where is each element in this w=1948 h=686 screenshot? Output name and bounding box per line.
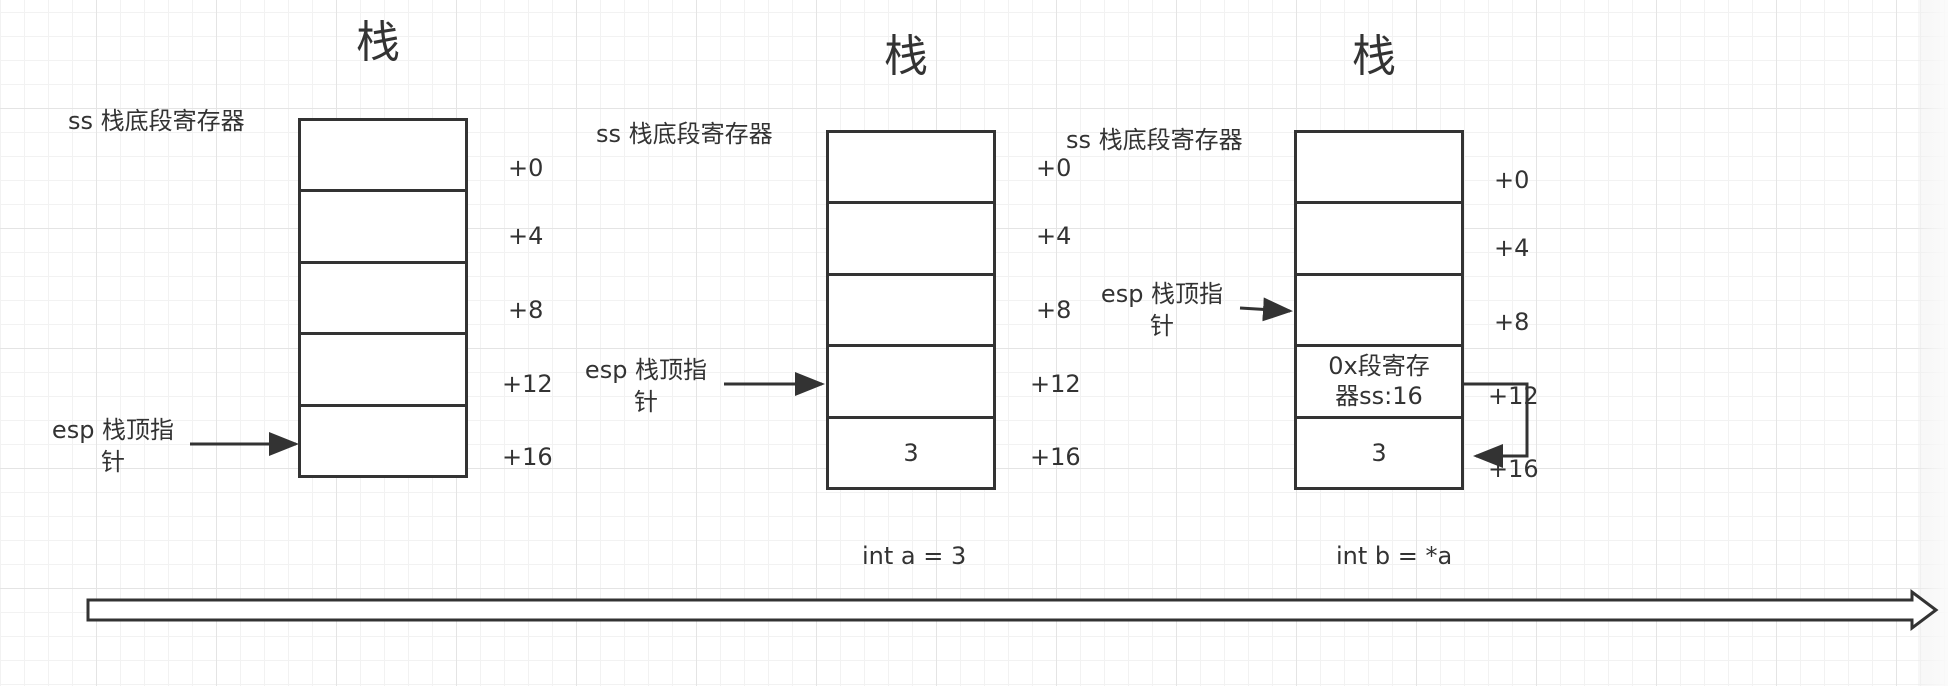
offset-label: +8: [1036, 296, 1072, 324]
offset-label: +12: [1488, 382, 1539, 410]
stack-title: 栈: [356, 17, 400, 68]
esp-pointer-label: esp 栈顶指 针: [571, 354, 721, 418]
stack-box[interactable]: [298, 118, 468, 478]
pointer-reference-arrow: [1464, 382, 1529, 468]
esp-label-line2: 针: [634, 388, 658, 416]
esp-arrow: [1239, 297, 1293, 322]
offset-label: +0: [508, 154, 544, 182]
code-caption: int a = 3: [862, 542, 967, 570]
stack-slot[interactable]: [301, 189, 465, 260]
canvas-edge-shade: [1918, 0, 1948, 686]
stack-slot[interactable]: [301, 403, 465, 475]
stack-slot[interactable]: [1297, 272, 1461, 344]
stack-slot[interactable]: [829, 272, 993, 344]
stack-slot[interactable]: 0x段寄存 器ss:16: [1297, 344, 1461, 415]
stack-slot[interactable]: 3: [1297, 415, 1461, 487]
offset-label: +8: [1494, 308, 1530, 336]
stack-slot[interactable]: [829, 201, 993, 272]
esp-label-line1: esp 栈顶指: [1100, 280, 1224, 308]
offset-label: +0: [1494, 166, 1530, 194]
code-caption: int b = *a: [1336, 542, 1453, 570]
offset-label: +0: [1036, 154, 1072, 182]
stack-slot[interactable]: [1297, 201, 1461, 272]
ss-register-label: ss 栈底段寄存器: [596, 120, 773, 148]
esp-label-line2: 针: [1150, 312, 1174, 340]
offset-label: +8: [508, 296, 544, 324]
stack-slot[interactable]: [829, 344, 993, 415]
esp-label-line2: 针: [101, 448, 125, 476]
offset-label: +4: [508, 222, 544, 250]
offset-label: +12: [502, 370, 553, 398]
timeline-arrow: [86, 589, 1939, 631]
offset-label: +4: [1036, 222, 1072, 250]
esp-pointer-label: esp 栈顶指 针: [38, 414, 188, 478]
offset-label: +4: [1494, 234, 1530, 262]
offset-label: +16: [502, 443, 553, 471]
esp-label-line1: esp 栈顶指: [51, 416, 175, 444]
stack-box[interactable]: 3: [826, 130, 996, 490]
ss-register-label: ss 栈底段寄存器: [1066, 126, 1243, 154]
stack-box[interactable]: 0x段寄存 器ss:16 3: [1294, 130, 1464, 490]
ss-register-label: ss 栈底段寄存器: [68, 107, 245, 135]
stack-slot[interactable]: [301, 332, 465, 403]
stack-slot[interactable]: [301, 260, 465, 332]
stack-title: 栈: [884, 31, 928, 82]
esp-pointer-label: esp 栈顶指 针: [1087, 278, 1237, 342]
esp-label-line1: esp 栈顶指: [584, 356, 708, 384]
offset-label: +12: [1030, 370, 1081, 398]
offset-label: +16: [1030, 443, 1081, 471]
stack-slot[interactable]: 3: [829, 415, 993, 487]
stack-title: 栈: [1352, 31, 1396, 82]
